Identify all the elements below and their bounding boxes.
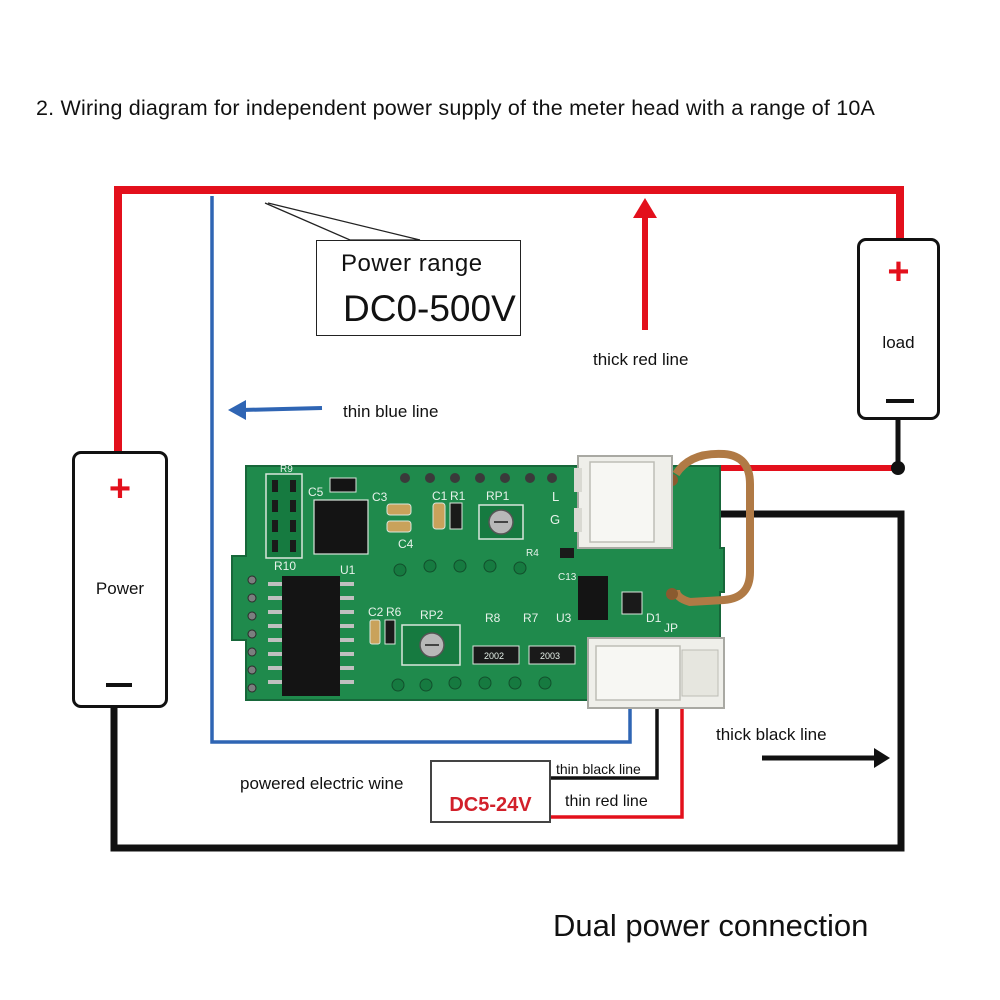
silk-G: G xyxy=(550,512,560,527)
power-minus-sign xyxy=(106,683,132,687)
power-plus-sign: + xyxy=(108,468,132,510)
silk-R1: R1 xyxy=(450,489,466,503)
silk-D1: D1 xyxy=(646,611,662,625)
meter-pcb xyxy=(231,449,754,709)
powered-electric-wire-label: powered electric wine xyxy=(240,774,404,793)
silk-L: L xyxy=(552,489,559,504)
thin-blue-line-label: thin blue line xyxy=(343,402,439,421)
silk-RP2: RP2 xyxy=(420,608,444,622)
load-label: load xyxy=(882,333,915,352)
red-up-arrow xyxy=(633,198,657,330)
junction-dot xyxy=(891,461,905,475)
power-range-value: DC0-500V xyxy=(343,288,516,329)
power-box: + Power xyxy=(72,451,168,708)
power-range-callout: Power range DC0-500V xyxy=(316,240,521,336)
page-title: 2. Wiring diagram for independent power … xyxy=(36,96,876,120)
power-range-label: Power range xyxy=(341,250,483,277)
footer-caption: Dual power connection xyxy=(553,908,869,943)
silk-C1: C1 xyxy=(432,489,448,503)
thick-red-wire xyxy=(114,186,904,455)
blue-left-arrow xyxy=(228,400,323,420)
black-right-arrow xyxy=(762,748,890,768)
load-minus-sign xyxy=(886,399,914,403)
thin-red-line-label: thin red line xyxy=(565,793,648,810)
thick-red-line-label: thick red line xyxy=(593,350,689,369)
thin-black-wire xyxy=(551,700,659,780)
dc-supply-box: DC5-24V xyxy=(430,760,551,823)
silk-C13: C13 xyxy=(558,572,577,583)
silk-R9: R9 xyxy=(280,464,293,475)
load-plus-sign: + xyxy=(887,251,910,293)
thin-red-wire xyxy=(551,700,684,819)
silk-JP: JP xyxy=(664,621,678,635)
silk-C5: C5 xyxy=(308,485,324,499)
pcb-silkscreen: R9 C5 C3 C1 R1 RP1 L G C4 R4 C13 R10 U1 … xyxy=(274,464,678,661)
silk-R7: R7 xyxy=(523,611,539,625)
load-box: + load xyxy=(857,238,940,420)
silk-C2: C2 xyxy=(368,605,384,619)
silk-C3: C3 xyxy=(372,490,388,504)
silk-C4: C4 xyxy=(398,537,414,551)
thin-blue-wire xyxy=(210,196,632,744)
silk-R10: R10 xyxy=(274,559,296,573)
silk-U1: U1 xyxy=(340,563,356,577)
silk-2002: 2002 xyxy=(484,651,504,661)
thin-black-line-label: thin black line xyxy=(556,761,641,777)
silk-U3: U3 xyxy=(556,611,572,625)
thick-black-wire xyxy=(110,510,905,852)
silk-R6: R6 xyxy=(386,605,402,619)
silk-RP1: RP1 xyxy=(486,489,510,503)
silk-2003: 2003 xyxy=(540,651,560,661)
power-label: Power xyxy=(95,579,145,598)
dc-supply-label: DC5-24V xyxy=(449,794,532,816)
silk-R4: R4 xyxy=(526,548,539,559)
silk-R8: R8 xyxy=(485,611,501,625)
thick-black-line-label: thick black line xyxy=(716,725,827,744)
